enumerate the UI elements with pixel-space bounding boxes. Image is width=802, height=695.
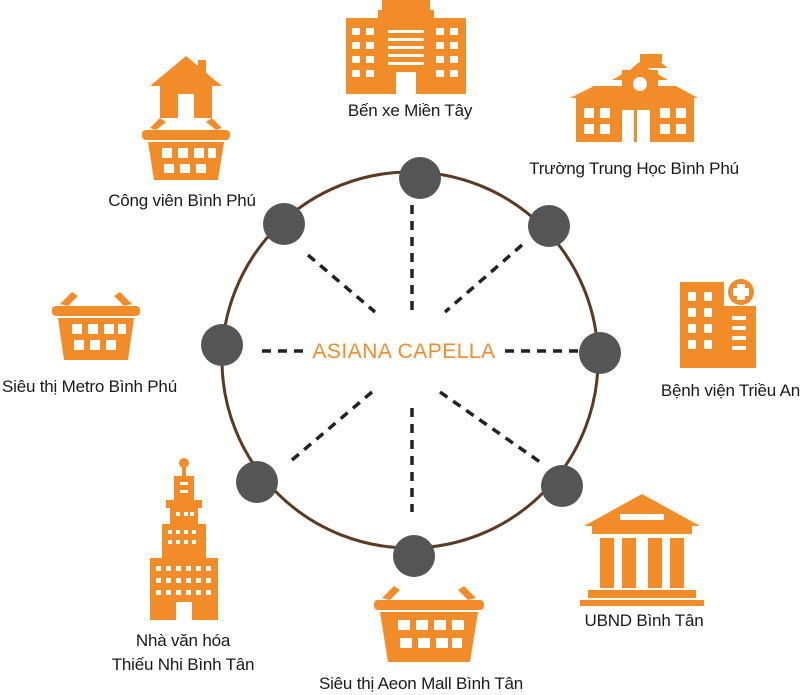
node-top [399, 157, 441, 199]
label-ben-xe: Bến xe Miền Tây [347, 101, 473, 120]
node-top-right [528, 205, 570, 247]
school-icon [570, 54, 698, 142]
ring-nodes [201, 157, 621, 577]
label-aeon: Siêu thị Aeon Mall Bình Tân [318, 674, 524, 693]
shopping-basket-icon-metro [52, 292, 140, 360]
government-building-icon [580, 494, 704, 606]
spoke-top-left [306, 253, 377, 314]
shopping-basket-icon [374, 586, 484, 662]
spoke-top-right [443, 243, 524, 314]
label-benh-vien: Bệnh viện Triều An [660, 381, 800, 400]
node-bottom-left [236, 461, 278, 503]
hospital-icon [680, 279, 756, 368]
label-cong-vien: Công viên Bình Phú [108, 191, 256, 210]
house-basket-icon [142, 56, 230, 180]
label-nha-van-hoa-line2: Thiếu Nhi Bình Tân [111, 655, 255, 674]
label-ubnd: UBND Bình Tân [584, 611, 704, 630]
label-nha-van-hoa-line1: Nhà văn hóa [135, 631, 231, 650]
spoke-bottom-left [290, 390, 374, 462]
node-right [579, 332, 621, 374]
office-building-icon [346, 0, 466, 94]
node-bottom [393, 535, 435, 577]
spokes [262, 205, 580, 512]
label-truong: Trường Trung Học Bình Phú [529, 159, 739, 178]
spoke-bottom-right [438, 390, 542, 464]
node-left [201, 324, 243, 366]
tower-building-icon [150, 458, 218, 620]
node-top-left [263, 203, 305, 245]
node-bottom-right [541, 465, 583, 507]
center-title: ASIANA CAPELLA [306, 340, 502, 364]
label-metro: Siêu thị Metro Bình Phú [2, 377, 177, 396]
